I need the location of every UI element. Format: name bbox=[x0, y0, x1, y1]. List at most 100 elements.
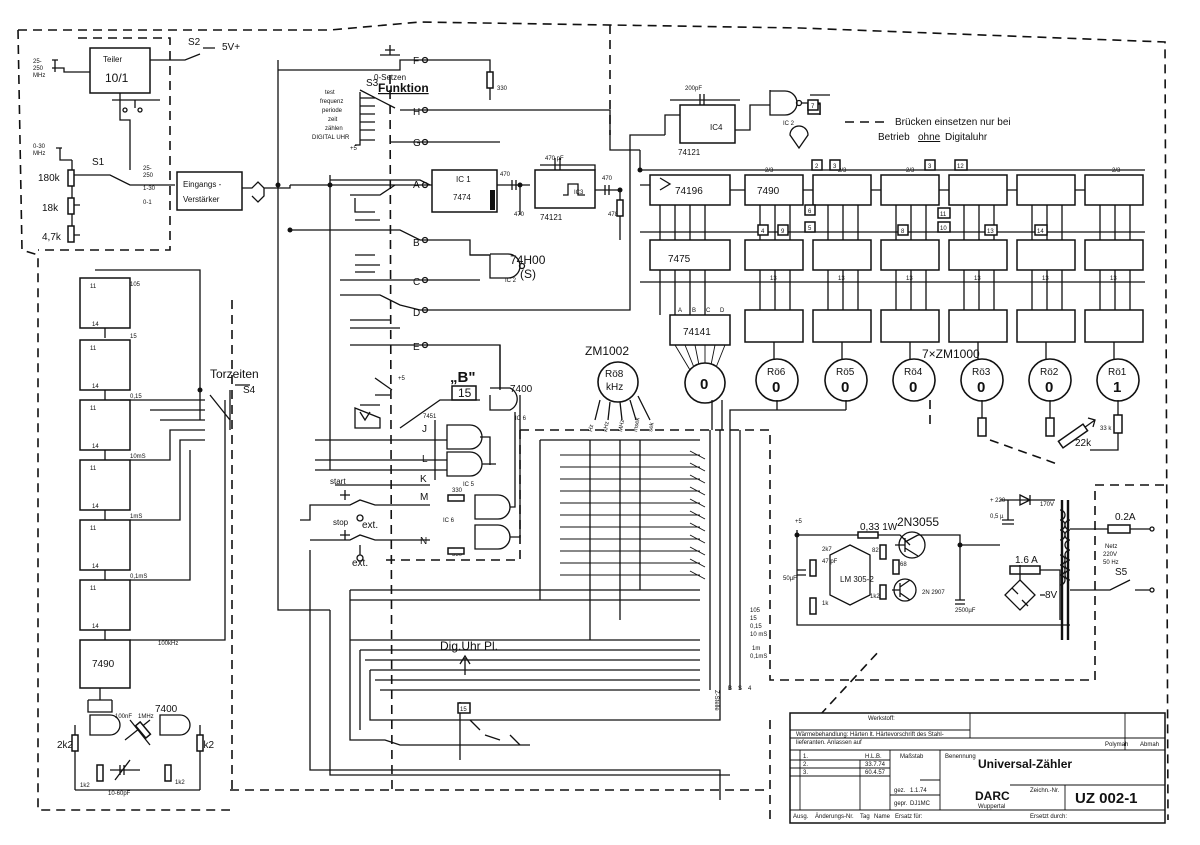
outer-frame bbox=[17, 21, 1169, 821]
contact-d: D bbox=[413, 308, 420, 319]
bridge-2: 2 bbox=[815, 164, 819, 170]
decoder-input-d: D bbox=[720, 308, 725, 314]
tb-date: 1.1.74 bbox=[910, 788, 927, 794]
seg-label-3: 2/3 bbox=[906, 168, 915, 174]
ext-label-1: ext. bbox=[362, 520, 378, 531]
timebase-pin14-3: 14 bbox=[92, 444, 99, 450]
divider-ratio: 10/1 bbox=[105, 71, 129, 85]
ic2-suffix: (S) bbox=[520, 267, 536, 281]
gate-list-4: 10 mS bbox=[750, 632, 767, 638]
switch-bank-row-11 bbox=[560, 570, 706, 580]
tb-title: Universal-Zähler bbox=[978, 757, 1072, 771]
bridge-4: 4 bbox=[761, 229, 765, 235]
mains-1: Netz bbox=[1105, 544, 1117, 550]
timebase-pin14-4: 14 bbox=[92, 504, 99, 510]
contact-k: K bbox=[420, 474, 427, 485]
tap-label-4: 0-1 bbox=[143, 200, 152, 206]
dig-clock-label: Dig.Uhr Pl. bbox=[440, 639, 498, 653]
latch-7475-label: 7475 bbox=[668, 254, 691, 265]
bus-label-5: 13 bbox=[1042, 276, 1049, 282]
ic2-b-label: IC 2 bbox=[783, 121, 795, 127]
divider-7490-final bbox=[79, 639, 131, 689]
power-supply: 0,33 1W 2N3055 +5 LM 305-2 2k7 47 pF 1k … bbox=[783, 493, 1155, 640]
comma-line-2: B bbox=[728, 686, 732, 692]
hv-label: + 220 bbox=[990, 498, 1006, 504]
supply-5v: 5V+ bbox=[222, 42, 240, 53]
switch-bank-row-9 bbox=[560, 546, 706, 556]
tube-series: 7×ZM1000 bbox=[922, 347, 980, 361]
box-15: 15 bbox=[458, 386, 472, 400]
timebase-pin11-4: 11 bbox=[90, 466, 97, 472]
tb-heat-1: Wärmebehandlung: Härten lt. Härtevorschr… bbox=[796, 732, 944, 738]
tb-change: Ausg. bbox=[793, 814, 809, 820]
input-range-high-3: MHz bbox=[33, 73, 45, 79]
timebase-pin11-5: 11 bbox=[90, 526, 97, 532]
tb-replacement: Ersatz für: bbox=[895, 814, 923, 820]
decoder-input-a: A bbox=[678, 308, 682, 314]
decoder-input-c: C bbox=[706, 308, 711, 314]
nixie-tube-digit-4: 0 bbox=[977, 379, 985, 396]
r68: 68 bbox=[900, 562, 907, 568]
timebase-gate-1: 105 bbox=[130, 282, 141, 288]
ic4-box bbox=[679, 104, 736, 144]
resistor-180k: 180k bbox=[38, 173, 61, 184]
transistor-2n3055: 2N3055 bbox=[897, 515, 939, 529]
bus-label-2: 13 bbox=[838, 276, 845, 282]
readout-pin-msek: msek bbox=[633, 416, 642, 432]
nixie-tube-digit-5: 0 bbox=[1045, 379, 1053, 396]
bus-label-3: 13 bbox=[906, 276, 913, 282]
start-label: start bbox=[330, 477, 346, 486]
r33k: 33 k bbox=[1100, 426, 1112, 432]
comma-line-4: 4 bbox=[748, 686, 752, 692]
counter-chain: 74196 7490 2/3 2/3 2/3 2/3 7475 bbox=[639, 150, 1145, 371]
r2k7: 2k7 bbox=[822, 547, 832, 553]
gate-list-3: 0,15 bbox=[750, 624, 762, 630]
switch-bank-row-7 bbox=[560, 522, 706, 532]
timebase-divider-1 bbox=[79, 277, 131, 329]
bridge-8: 8 bbox=[901, 229, 905, 235]
contact-b: B bbox=[413, 238, 420, 249]
ic5-part: 7451 bbox=[423, 414, 437, 420]
r470-b: 470 bbox=[514, 212, 525, 218]
timebase-pin11-3: 11 bbox=[90, 406, 97, 412]
resistor-1k2-a: 1k2 bbox=[80, 783, 90, 789]
readout-pin-hz: Hz bbox=[588, 424, 595, 432]
resistor-033: 0,33 1W bbox=[860, 522, 898, 533]
tb-drawn: gez. bbox=[894, 788, 906, 794]
tb-drawing-no-label: Zeichn.-Nr. bbox=[1030, 788, 1060, 794]
timebase-gate-5: 1mS bbox=[130, 514, 142, 520]
plus5-label: +5 bbox=[350, 146, 358, 152]
contact-e: E bbox=[413, 342, 420, 353]
r1k2-ps: 1k2 bbox=[870, 594, 880, 600]
range-switch-bank: 15 Z-Stelle B S 4 105 15 0,15 10 mS 1m 0… bbox=[309, 430, 767, 800]
mode-digital-uhr: DIGITAL UHR bbox=[312, 135, 350, 141]
tb-day: Tag bbox=[860, 814, 870, 820]
bridge-note-line1: Brücken einsetzen nur bei bbox=[895, 117, 1011, 128]
resistor-330-top: 330 bbox=[497, 86, 508, 92]
bridge-14: 14 bbox=[1037, 229, 1044, 235]
resistor-1k2-b: 1k2 bbox=[175, 780, 185, 786]
switch-s4: S4 bbox=[243, 385, 256, 396]
hv-tap: 170V bbox=[1040, 502, 1054, 508]
box-15-b: 15 bbox=[460, 707, 467, 713]
bridge-9: 9 bbox=[781, 229, 785, 235]
fuse-main: 0.2A bbox=[1115, 512, 1136, 523]
ext-label-2: ext. bbox=[352, 558, 368, 569]
timebase-gate-6: 0,1mS bbox=[130, 574, 147, 580]
tb-rev-name-1: H.L.B. bbox=[865, 754, 882, 760]
decoder-74141-label: 74141 bbox=[683, 327, 711, 338]
comma-line-1: Z-Stelle bbox=[713, 690, 719, 711]
r330-a: 330 bbox=[452, 488, 463, 494]
gate-list-5: 1m bbox=[752, 646, 760, 652]
gate-100khz: 100kHz bbox=[158, 641, 178, 647]
seg-label-2: 2/3 bbox=[838, 168, 847, 174]
ic6-label: IC 6 bbox=[443, 518, 455, 524]
nixie-tube-digit-2: 0 bbox=[841, 379, 849, 396]
ic1-box bbox=[431, 169, 498, 213]
contact-j: J bbox=[422, 424, 427, 435]
plus5-b: +5 bbox=[398, 376, 406, 382]
switch-bank-row-6 bbox=[560, 510, 706, 520]
bridge-6: 6 bbox=[808, 209, 812, 215]
switch-bank-row-8 bbox=[560, 534, 706, 544]
